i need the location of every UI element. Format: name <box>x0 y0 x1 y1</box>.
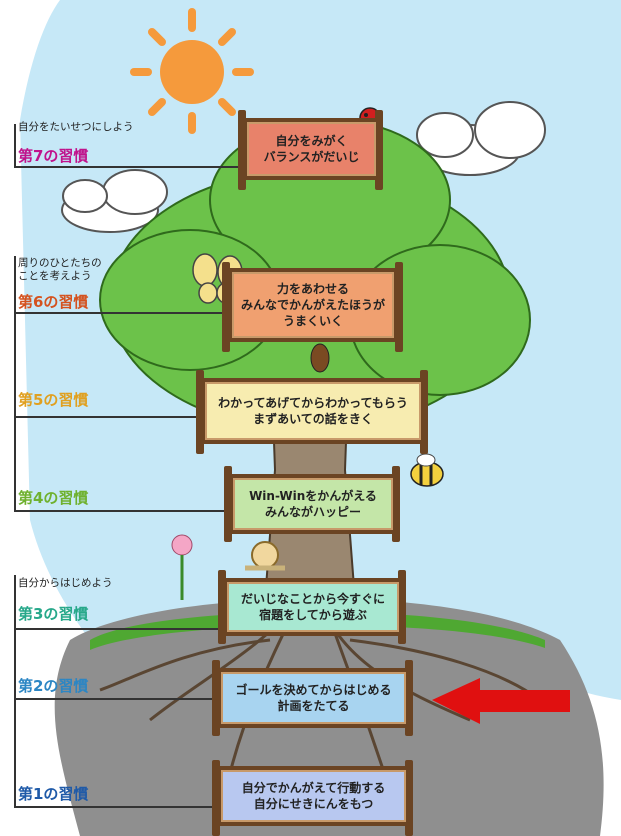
habit-2-title: 第2の習慣 <box>18 677 89 695</box>
habit-3-sign: だいじなことから今すぐに 宿題をしてから遊ぶ <box>223 578 403 636</box>
beetle-icon <box>310 343 330 373</box>
habit-2-sign-line-2: 計画をたてる <box>277 699 350 713</box>
habit-6-title: 第6の習慣 <box>18 293 89 311</box>
cloud-right <box>416 101 546 176</box>
habit-4-sign-line-2: みんながハッピー <box>264 505 361 519</box>
cloud-left <box>61 169 168 233</box>
habit-4-sign-line-1: Win-Winをかんがえる <box>249 489 377 503</box>
habit-5-sign: わかってあげてからわかってもらう まずあいての話をきく <box>201 378 425 444</box>
bracket-line-3 <box>14 575 16 630</box>
habit-1-sign-line-2: 自分にせきにんをもつ <box>253 797 374 811</box>
habit-6-subtitle-line-1: 周りのひとたちの <box>18 257 102 269</box>
habit-1-sign-line-1: 自分でかんがえて行動する <box>241 781 386 795</box>
habit-5-title: 第5の習慣 <box>18 391 89 409</box>
habit-2-sign-line-1: ゴールを決めてからはじめる <box>235 683 392 697</box>
divider-2 <box>14 698 214 700</box>
flower-icon <box>171 534 193 600</box>
divider-5 <box>14 416 199 418</box>
sign-post-3 <box>218 570 226 644</box>
bracket-line-7 <box>14 124 16 168</box>
habit-5-sign-line-1: わかってあげてからわかってもらう <box>218 396 408 410</box>
bracket-line-4 <box>14 416 16 512</box>
divider-3 <box>14 628 219 630</box>
habit-5-sign-line-2: まずあいての話をきく <box>253 412 373 426</box>
habit-4-sign: Win-Winをかんがえる みんながハッピー <box>229 474 397 534</box>
sun-icon <box>130 8 254 134</box>
habit-6-sign-line-3: うまくいく <box>282 314 343 328</box>
bracket-line-6 <box>14 256 16 314</box>
habit-6-sign-line-1: 力をあわせる <box>276 282 349 296</box>
divider-1 <box>14 806 214 808</box>
habit-1-sign: 自分でかんがえて行動する 自分にせきにんをもつ <box>217 766 410 826</box>
habit-7-subtitle: 自分をたいせつにしよう <box>18 121 134 133</box>
sign-post-4 <box>224 466 232 542</box>
habit-7-sign: 自分をみがく バランスがだいじ <box>243 118 380 180</box>
bracket-line-5 <box>14 312 16 417</box>
habit-3-sign-line-1: だいじなことから今すぐに <box>240 592 385 606</box>
bracket-line-1 <box>14 698 16 808</box>
habit-7-title: 第7の習慣 <box>18 147 89 165</box>
habit-6-subtitle-line-2: ことを考えよう <box>18 270 92 282</box>
sign-post-1 <box>212 760 220 836</box>
sign-post-6 <box>222 262 230 352</box>
bracket-line-2 <box>14 628 16 700</box>
sign-post-5 <box>196 370 204 454</box>
habit-1-title: 第1の習慣 <box>18 785 89 803</box>
bee-icon <box>410 453 444 487</box>
sign-post-6b <box>395 262 403 352</box>
snail-icon <box>245 541 285 571</box>
habit-3-sign-line-2: 宿題をしてから遊ぶ <box>259 608 367 622</box>
habit-6-sign-line-2: みんなでかんがえたほうが <box>240 298 385 312</box>
sign-post-2 <box>212 660 220 736</box>
habit-6-sign: 力をあわせる みんなでかんがえたほうが うまくいく <box>228 268 398 342</box>
divider-7 <box>14 166 244 168</box>
divider-4 <box>14 510 224 512</box>
divider-6 <box>14 312 226 314</box>
grass <box>90 611 545 650</box>
habit-7-sign-line-1: 自分をみがく <box>275 134 348 148</box>
sign-post-7 <box>238 110 246 190</box>
habit-3-title: 第3の習慣 <box>18 605 89 623</box>
red-arrow-icon <box>432 678 570 724</box>
habit-4-title: 第4の習慣 <box>18 489 89 507</box>
habit-7-sign-line-2: バランスがだいじ <box>263 150 360 164</box>
habit-3-subtitle: 自分からはじめよう <box>18 577 113 589</box>
habit-2-sign: ゴールを決めてからはじめる 計画をたてる <box>217 668 410 728</box>
